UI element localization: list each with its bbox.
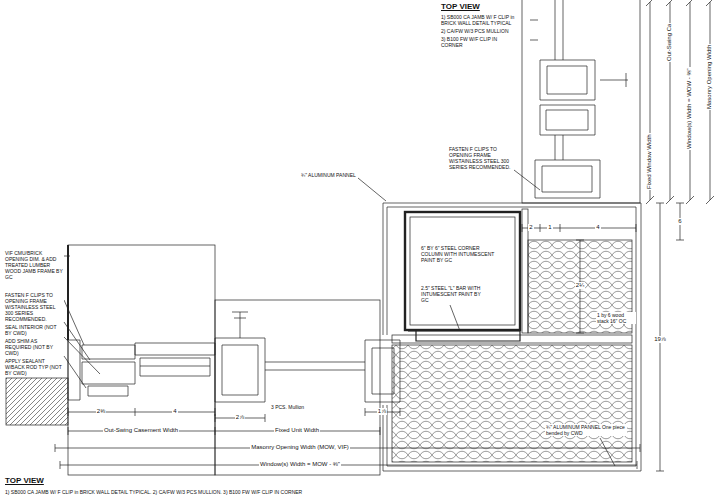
steel-l-bar <box>408 331 520 341</box>
leader-line <box>64 170 615 466</box>
callout-note: APPLY SEALANT W/BACK ROD TYP (NOT BY CWD… <box>4 358 64 376</box>
dimension-text: Masonry Opening Width (MOW, VIF) <box>250 444 350 451</box>
brick-wall <box>6 378 68 425</box>
dimension-text: Window(s) Width = MOW - ⅜" <box>259 461 341 468</box>
dimension-text: Window(s) Width = WOW - ⅜" <box>686 67 693 150</box>
wood-stud <box>522 209 528 333</box>
note-text: 2) CA/FW W/3 PCS MULLION <box>440 28 518 34</box>
window-profile <box>530 0 628 198</box>
view-title: TOP VIEW <box>440 2 481 12</box>
dimension-text: 6 <box>677 218 682 225</box>
window-frame-box <box>522 0 640 203</box>
dimension-text: Masonry Opening Width <box>706 44 713 110</box>
note-text: 1) SB000 CA JAMB W/ F CLIP in BRICK WALL… <box>4 489 303 495</box>
callout-note: ADD SHIM AS REQUIRED (NOT BY CWD) <box>4 338 64 356</box>
note-text: 1) SB000 CA JAMB W/ F CLIP in BRICK WALL… <box>440 14 518 26</box>
dimension-text: 1⅞ <box>377 408 387 415</box>
dimension-text: 4 <box>595 224 600 231</box>
callout-note: FASTEN F CLIPS TO OPENING FRAME W/STAINL… <box>448 146 514 170</box>
dimension-text: Out-Swing Casement Width <box>103 427 179 434</box>
wood-stud <box>392 335 632 343</box>
callout-note: 6" BY 6" STEEL CORNER COLUMN WITH INTUME… <box>420 245 502 263</box>
dimension-text: 2⅞ <box>235 414 245 421</box>
dimension-line <box>646 0 714 204</box>
callout-note: 2.5" STEEL "L" BAR WITH INTUMESCENT PAIN… <box>420 285 484 303</box>
view-title: TOP VIEW <box>4 476 45 486</box>
dimension-text: Out-Swing Ca <box>666 23 673 62</box>
dimension-line <box>522 203 684 471</box>
aluminum-panel <box>383 203 641 471</box>
dimension-text: 4 <box>172 408 177 415</box>
insulation <box>392 345 632 462</box>
note-text: 3) B100 FW W/F CLIP IN CORNER <box>440 36 518 48</box>
callout-note: ¾" ALUMINUM PANNEL <box>300 172 357 178</box>
callout-note: 1 by 6 wood stack 16" OC <box>596 312 636 324</box>
dimension-text: 2 <box>528 224 533 231</box>
steel-column <box>405 212 520 330</box>
callout-note: FASTEN F CLIPS TO OPENING FRAME W/STAINL… <box>4 292 64 322</box>
dimension-text: 2¼ <box>575 282 585 289</box>
dimension-text: 2⅜ <box>96 408 106 415</box>
callout-note: SEAL INTERIOR (NOT BY CWD) <box>4 324 64 336</box>
dimension-text: Fixed Window Width <box>646 133 653 190</box>
dimension-text: 1 <box>547 224 552 231</box>
steel-column <box>410 217 515 325</box>
wood-jamb <box>67 245 69 340</box>
window-profile <box>68 312 400 402</box>
dimension-line <box>55 408 640 469</box>
dimension-text: 19⅞ <box>653 336 667 343</box>
dimension-text: 3 PCS. Mullion <box>270 404 305 410</box>
callout-note: VIF CMU/BRICK OPENING DIM. & ADD TREATED… <box>4 250 64 280</box>
callout-note: ¾" ALUMINUM PANNEL One piece bended by C… <box>545 424 627 436</box>
dimension-text: Fixed Unit Width <box>274 427 320 434</box>
window-frame-box <box>68 245 215 475</box>
